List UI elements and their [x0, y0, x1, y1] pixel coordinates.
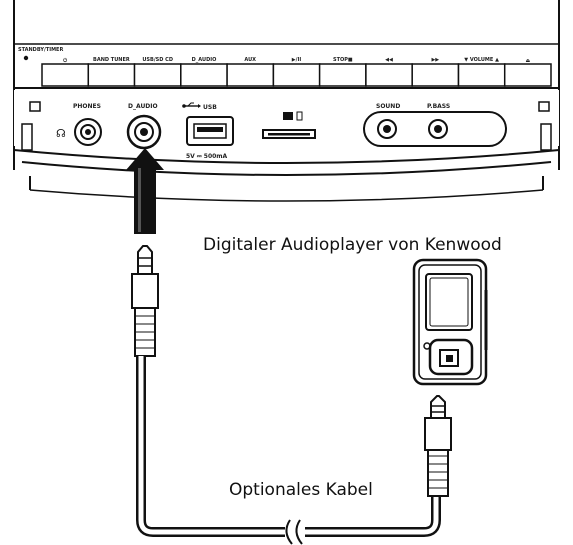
player-caption: Digitaler Audioplayer von Kenwood — [203, 235, 502, 255]
digital-audio-player — [412, 258, 488, 386]
device-front-lip-inner — [21, 161, 552, 176]
device-button-1[interactable]: BAND TUNER — [87, 57, 136, 87]
device-button-0[interactable]: ⏻ — [41, 58, 90, 87]
device-button-label: STOP■ — [333, 57, 353, 63]
usb-label: USB — [203, 104, 217, 111]
sd-logo-icon — [283, 111, 303, 121]
insert-arrow-icon — [126, 148, 164, 234]
device-button-label: ▶/II — [292, 57, 302, 63]
power-icon: ⏻ — [63, 58, 67, 64]
phones-jack[interactable] — [74, 118, 102, 146]
audio-device: STANDBY/TIMER ⏻ BAND TUNER USB/SD CD D_AUDI… — [13, 0, 560, 202]
left-latch — [21, 123, 33, 151]
right-latch — [540, 123, 552, 151]
device-button-7[interactable]: ◀◀ — [365, 57, 413, 87]
button-row: ⏻ BAND TUNER USB/SD CD D_AUDIO AUX ▶/II STOP■ ◀… — [41, 57, 552, 87]
usb-spec-label: 5V ⎓ 500mA — [186, 153, 228, 160]
cable-caption: Optionales Kabel — [229, 480, 373, 500]
right-plug — [424, 395, 452, 497]
p-bass-knob[interactable] — [428, 119, 448, 139]
device-button-label: ◀◀ — [385, 57, 393, 63]
right-indicator-lamp — [538, 101, 550, 112]
device-front-lip — [13, 149, 560, 164]
device-button-label: ▶▶ — [431, 57, 439, 63]
device-button-9[interactable]: ▼ VOLUME ▲ — [457, 57, 506, 87]
device-base — [13, 150, 560, 190]
eject-icon: ⏏ — [526, 58, 531, 64]
d-audio-jack[interactable] — [126, 114, 162, 150]
sound-label: SOUND — [376, 103, 400, 110]
cable-break-icon — [285, 519, 303, 545]
device-button-label: ▼ VOLUME ▲ — [464, 57, 499, 63]
device-button-label: BAND TUNER — [93, 57, 130, 63]
usb-symbol-icon — [182, 102, 201, 108]
device-button-label: D_AUDIO — [192, 57, 217, 63]
standby-indicator-icon — [23, 55, 29, 61]
device-button-5[interactable]: ▶/II — [272, 57, 321, 87]
sound-knob[interactable] — [377, 119, 397, 139]
d-audio-label: D_AUDIO — [128, 103, 158, 110]
p-bass-label: P.BASS — [427, 103, 450, 110]
phones-label: PHONES — [73, 103, 101, 110]
device-button-8[interactable]: ▶▶ — [411, 57, 460, 87]
headphone-icon: ☊ — [56, 127, 66, 140]
device-button-4[interactable]: AUX — [226, 57, 275, 87]
left-plug — [131, 245, 159, 357]
audio-cable — [131, 245, 452, 545]
device-button-2[interactable]: USB/SD CD — [133, 57, 182, 87]
device-button-3[interactable]: D_AUDIO — [180, 57, 228, 87]
device-button-label: USB/SD CD — [142, 57, 173, 63]
standby-label: STANDBY/TIMER — [18, 47, 63, 53]
device-button-label: AUX — [244, 57, 256, 63]
usb-port[interactable] — [186, 116, 234, 146]
device-button-6[interactable]: STOP■ — [318, 57, 367, 87]
left-indicator-lamp — [29, 101, 41, 112]
device-button-10[interactable]: ⏏ — [503, 58, 552, 87]
